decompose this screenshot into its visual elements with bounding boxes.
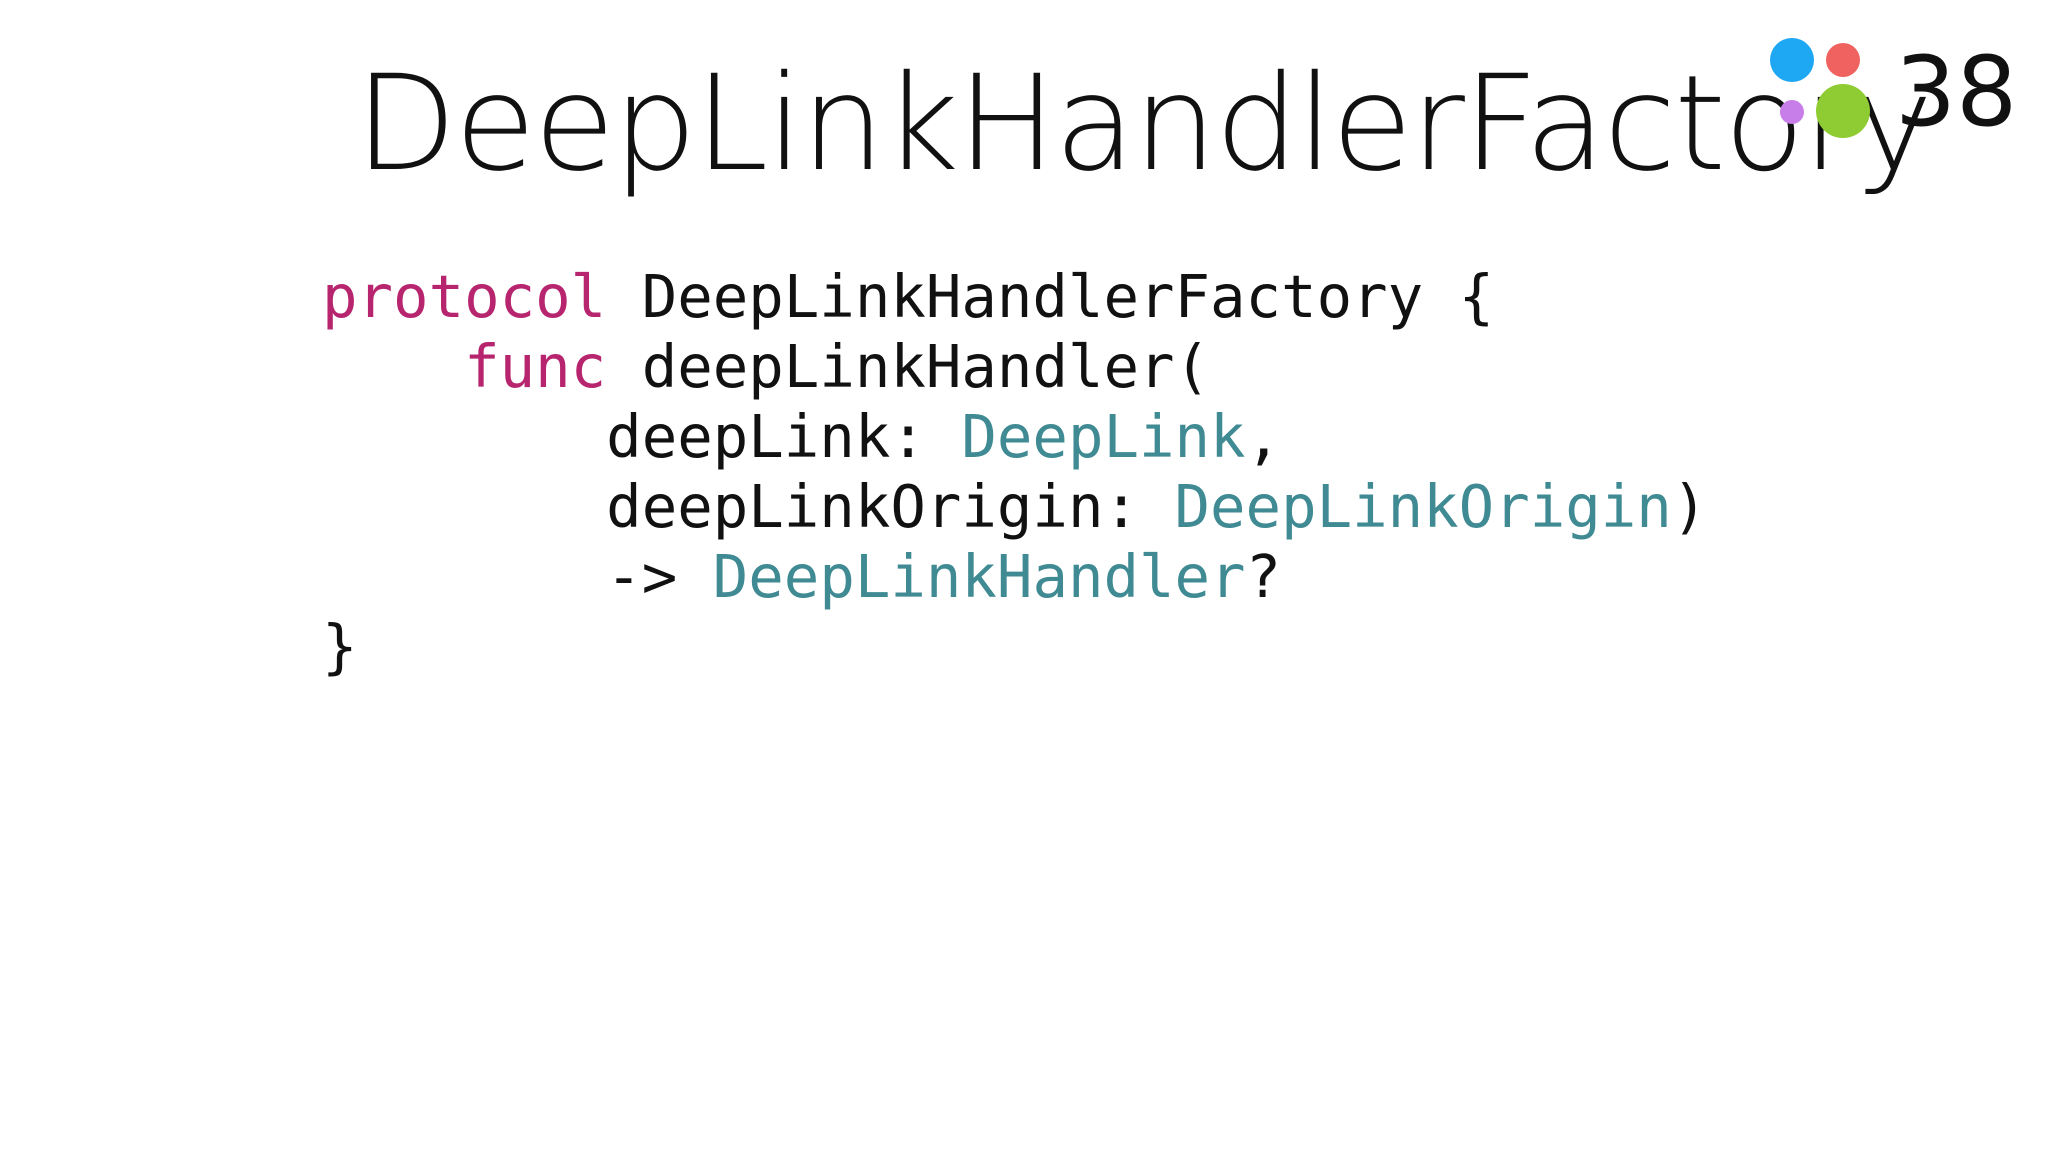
indent: [322, 332, 464, 401]
code-line-1: protocol DeepLinkHandlerFactory {: [322, 262, 1707, 332]
logo-dot-green: [1816, 84, 1870, 138]
code-line-6: }: [322, 612, 1707, 682]
type-deeplink: DeepLink: [961, 402, 1246, 471]
logo-dot-purple: [1780, 100, 1804, 124]
logo-dot-blue: [1770, 38, 1814, 82]
indent: [322, 542, 606, 611]
code-line-5: -> DeepLinkHandler?: [322, 542, 1707, 612]
code-line-3: deepLink: DeepLink,: [322, 402, 1707, 472]
code-block: protocol DeepLinkHandlerFactory { func d…: [322, 262, 1707, 682]
code-line-4: deepLinkOrigin: DeepLinkOrigin): [322, 472, 1707, 542]
param-deeplink-label: deepLink:: [606, 402, 962, 471]
closing-brace: }: [322, 612, 358, 681]
type-deeplink-handler: DeepLinkHandler: [712, 542, 1246, 611]
punctuation-comma: ,: [1245, 402, 1282, 471]
keyword-protocol: protocol: [322, 262, 607, 331]
function-name: deepLinkHandler(: [606, 332, 1211, 401]
protocol-name: DeepLinkHandlerFactory {: [606, 262, 1495, 331]
indent: [322, 402, 606, 471]
slide-title: DeepLinkHandlerFactory: [355, 47, 1933, 201]
param-origin-label: deepLinkOrigin:: [606, 472, 1175, 541]
optional-marker: ?: [1245, 542, 1282, 611]
indent: [322, 472, 606, 541]
type-deeplink-origin: DeepLinkOrigin: [1174, 472, 1672, 541]
slide-number: 38: [1895, 36, 2018, 148]
return-arrow: ->: [606, 542, 713, 611]
logo-dot-red: [1826, 43, 1860, 77]
code-line-2: func deepLinkHandler(: [322, 332, 1707, 402]
punctuation-close-paren: ): [1671, 472, 1708, 541]
keyword-func: func: [464, 332, 607, 401]
four-dots-logo-icon: [1770, 38, 1870, 138]
